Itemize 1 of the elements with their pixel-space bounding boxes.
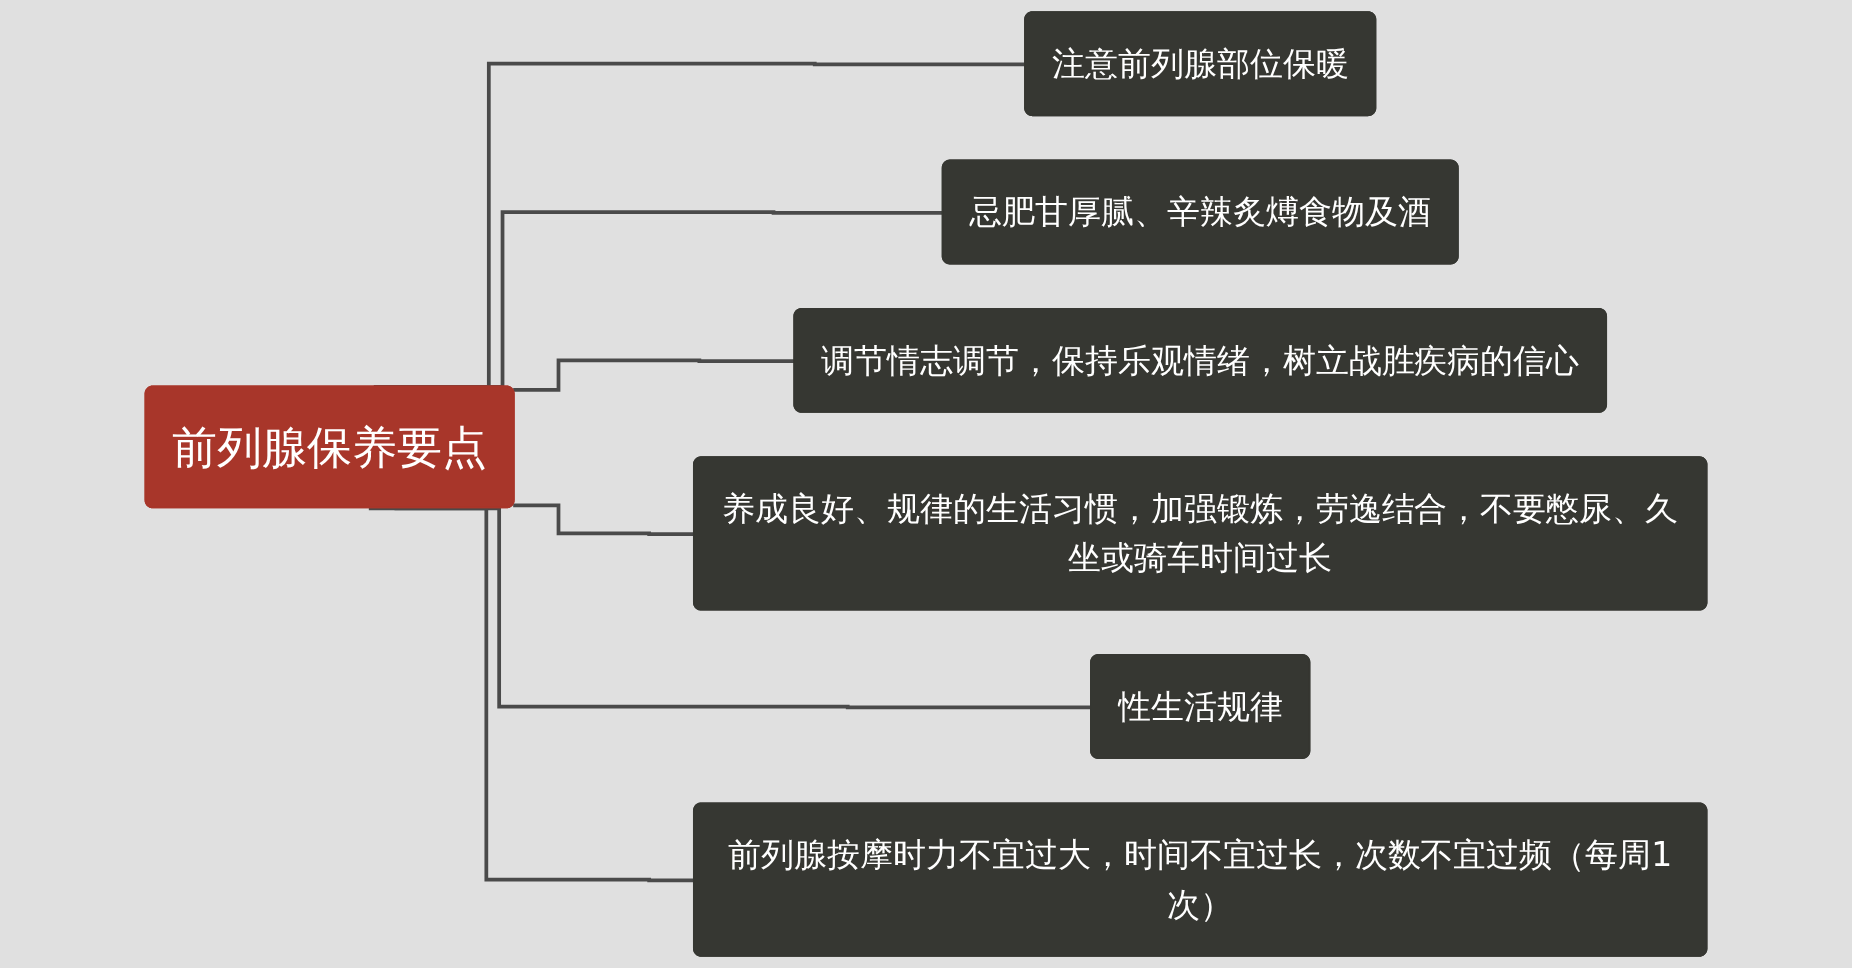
connector — [513, 358, 795, 392]
